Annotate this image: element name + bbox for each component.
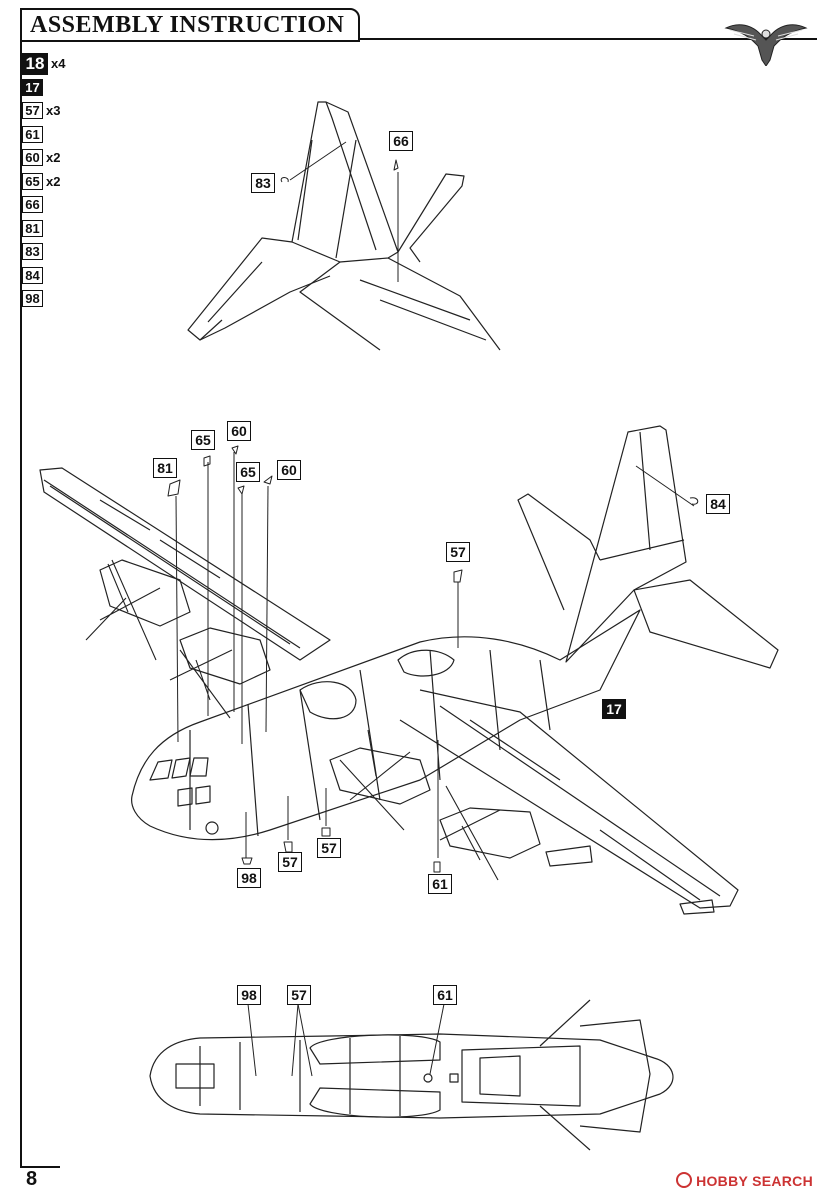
part-number-tag: 83: [22, 243, 43, 261]
callout-65: 65: [191, 430, 215, 450]
part-number-tag: 65: [22, 172, 43, 190]
page-frame-bottom: [20, 1166, 60, 1168]
callout-57: 57: [317, 838, 341, 858]
part-row: 98: [22, 287, 65, 311]
callout-60: 60: [227, 421, 251, 441]
part-number-tag: 98: [22, 290, 43, 308]
callout-17: 17: [602, 699, 626, 719]
part-number-tag: 81: [22, 219, 43, 237]
callout-57: 57: [278, 852, 302, 872]
callout-65: 65: [236, 462, 260, 482]
watermark: HOBBY SEARCH: [676, 1172, 813, 1189]
part-row: 66: [22, 193, 65, 217]
eagle-logo-icon: [724, 24, 808, 66]
part-qty: x2: [46, 173, 61, 189]
part-row: 61: [22, 123, 65, 147]
main-aircraft-drawing: [39, 425, 779, 915]
hobby-search-logo-icon: [676, 1172, 693, 1188]
part-number-tag: 84: [22, 266, 43, 284]
page-frame-left: [20, 38, 22, 1166]
part-number-tag: 61: [22, 125, 43, 143]
callout-81: 81: [153, 458, 177, 478]
page-frame-top: [20, 38, 817, 40]
callout-60: 60: [277, 460, 301, 480]
callout-98: 98: [237, 868, 261, 888]
callout-83: 83: [251, 173, 275, 193]
part-number-tag: 60: [22, 149, 43, 167]
tail-detail-drawing: [187, 101, 501, 351]
callout-98: 98: [237, 985, 261, 1005]
part-row: 84: [22, 264, 65, 288]
bottom-view-drawing: [149, 999, 674, 1151]
part-number-tag: 57: [22, 102, 43, 120]
part-qty: x4: [51, 56, 66, 72]
callout-66: 66: [389, 131, 413, 151]
part-qty: x2: [46, 150, 61, 166]
callout-61: 61: [428, 874, 452, 894]
part-row: 81: [22, 217, 65, 241]
title-box: [20, 8, 360, 42]
callout-57: 57: [287, 985, 311, 1005]
part-number-tag: 18: [22, 52, 48, 75]
watermark-text: HOBBY SEARCH: [696, 1173, 813, 1189]
page-title: ASSEMBLY INSTRUCTION: [30, 12, 345, 38]
callout-57: 57: [446, 542, 470, 562]
callout-84: 84: [706, 494, 730, 514]
part-number-tag: 17: [22, 78, 43, 96]
part-number-tag: 66: [22, 196, 43, 214]
page-number: 8: [26, 1168, 38, 1190]
part-qty: x3: [46, 103, 61, 119]
part-row: 83: [22, 240, 65, 264]
part-row: 17: [22, 76, 65, 100]
callout-61: 61: [433, 985, 457, 1005]
